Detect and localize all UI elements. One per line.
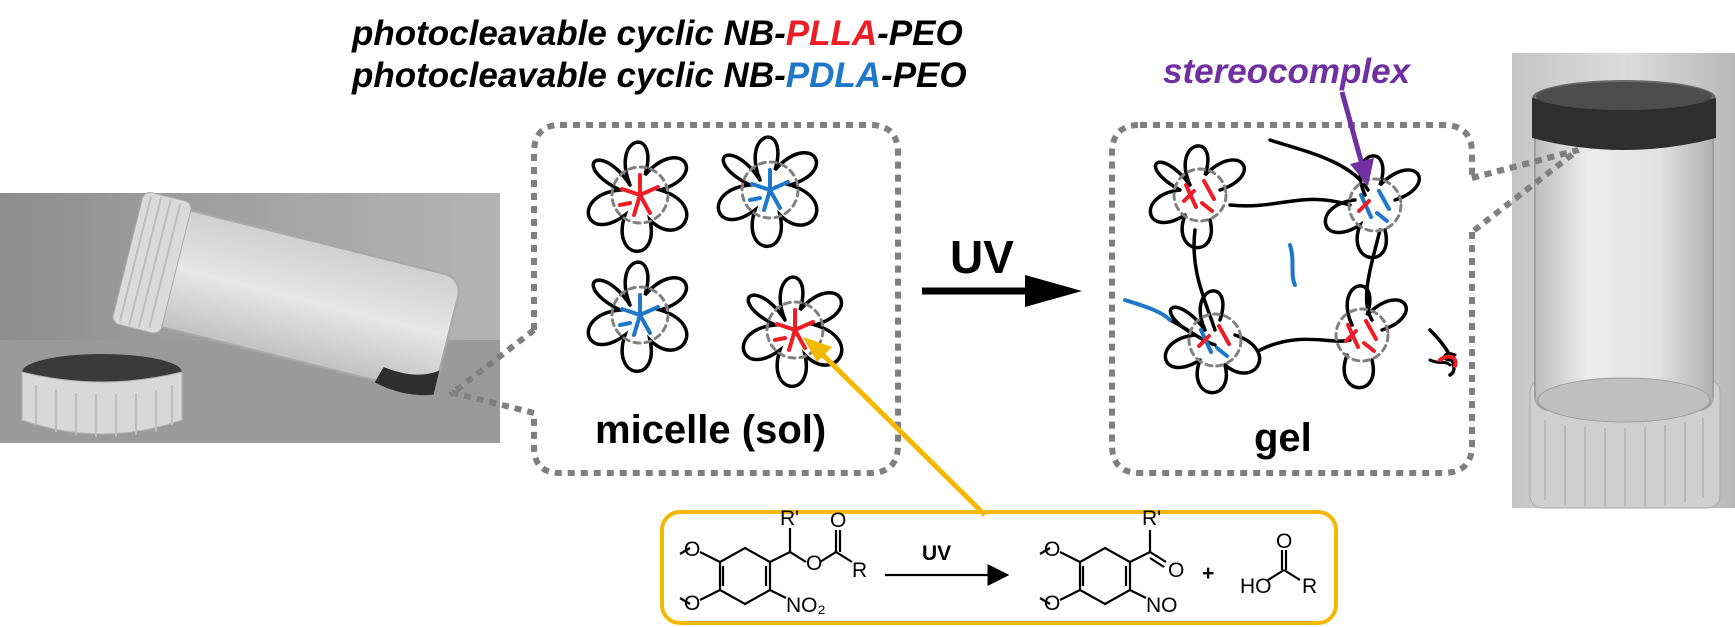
title-pdla-suffix: -PEO [881, 56, 967, 95]
gel-callout-icon [1109, 122, 1580, 476]
title-plla-suffix: -PEO [877, 14, 963, 53]
gel-network-icon [1123, 138, 1458, 395]
title-plla-prefix: photocleavable cyclic NB- [352, 14, 786, 53]
gel-label: gel [1254, 416, 1312, 460]
product-o-top: O [1044, 538, 1060, 561]
reactant-ester-o: O [806, 552, 822, 575]
title-pdla: photocleavable cyclic NB-PDLA-PEO [352, 56, 967, 96]
title-plla-polymer: PLLA [785, 14, 878, 53]
uv-arrow-icon [922, 275, 1082, 307]
stereocomplex-pointer-icon [1339, 91, 1374, 186]
vial-tilted-photo [0, 191, 500, 443]
cleavage-pointer-icon [803, 337, 987, 517]
product-carbonyl-o: O [1168, 559, 1184, 582]
product-nitroso: NO [1146, 594, 1178, 617]
product-r-prime: R' [1142, 507, 1161, 530]
acid-r: R [1302, 575, 1317, 598]
stereocomplex-label: stereocomplex [1163, 52, 1411, 91]
reactant-r: R [852, 559, 867, 582]
micelle-icon [586, 135, 844, 388]
micelle-label: micelle (sol) [595, 408, 827, 452]
reaction-box: O O R' O O R NO₂ UV O O R' O NO + [660, 507, 1338, 625]
reactant-carbonyl-o: O [830, 509, 846, 532]
reactant-o-bottom: O [684, 592, 700, 615]
title-pdla-prefix: photocleavable cyclic NB- [352, 56, 786, 95]
main-uv-label: UV [950, 231, 1014, 283]
reactant-o-top: O [684, 538, 700, 561]
reactant-r-prime: R' [780, 507, 799, 530]
acid-carbonyl-o: O [1276, 530, 1292, 553]
reaction-plus: + [1202, 562, 1214, 585]
reactant-nitro: NO₂ [786, 594, 826, 617]
callout-arrow-icon [445, 122, 901, 476]
vial-upright-photo [1512, 53, 1735, 509]
product-o-bottom: O [1044, 592, 1060, 615]
acid-ho: HO [1240, 575, 1272, 598]
title-pdla-polymer: PDLA [785, 56, 882, 95]
reaction-uv-label: UV [922, 542, 951, 565]
title-plla: photocleavable cyclic NB-PLLA-PEO [352, 14, 963, 54]
